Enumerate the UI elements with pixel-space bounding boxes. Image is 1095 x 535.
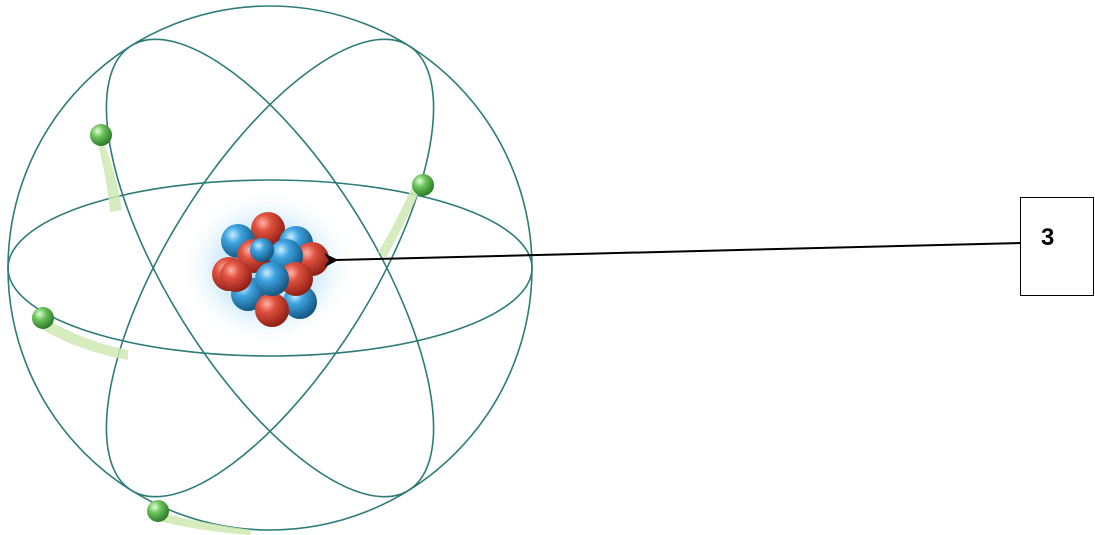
nucleus (212, 212, 329, 327)
label-number: 3 (1041, 224, 1055, 251)
electron (147, 500, 169, 522)
electron (412, 174, 434, 196)
orbit-group (7, 5, 533, 531)
pointer-arrow (324, 242, 1021, 268)
tilted-orbit-left (105, 38, 435, 498)
proton (251, 212, 285, 246)
electron-trail (378, 182, 422, 258)
neutron (255, 262, 289, 296)
tilted-orbit-right (105, 38, 435, 498)
electrons (32, 124, 434, 522)
proton (279, 262, 313, 296)
electron-trail (154, 512, 252, 535)
proton (255, 293, 289, 327)
neutron (250, 238, 274, 262)
electron-trail (96, 135, 122, 212)
electron-trails (40, 135, 422, 535)
electron (90, 124, 112, 146)
horizontal-orbit (7, 179, 533, 357)
electron-trail (40, 318, 128, 360)
electron (32, 307, 54, 329)
label-box: 3 (1020, 197, 1094, 296)
proton (220, 260, 252, 292)
